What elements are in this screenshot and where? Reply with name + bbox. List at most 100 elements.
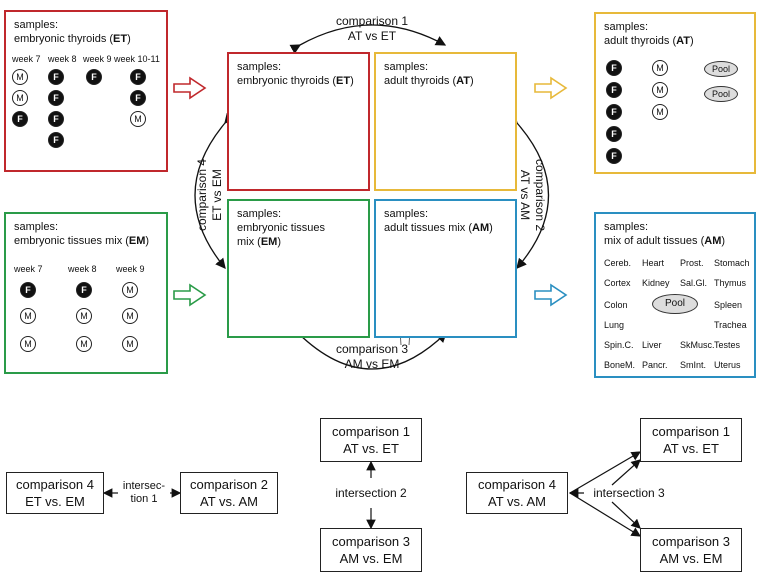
intersection3-label: intersection 3 — [584, 486, 674, 501]
sample-female: F — [606, 104, 622, 120]
et-week8: week 8 — [48, 54, 77, 64]
comparison2-label: comparison 2 AT vs AM — [517, 139, 547, 251]
box-pair: AT vs. AM — [487, 494, 547, 509]
tissue-label: Liver — [642, 340, 662, 350]
center-em-title: samples: embryonic tissues mix (EM) — [237, 208, 326, 248]
tissue-label: Kidney — [642, 278, 670, 288]
intersection2-label: intersection 2 — [335, 486, 407, 500]
comparison2-pair: AT vs AM — [518, 169, 532, 221]
em-week9: week 9 — [116, 264, 145, 274]
tissue-label: Spleen — [714, 300, 743, 310]
tissue-label: Cortex — [604, 278, 631, 288]
tissue-label: Heart — [642, 258, 665, 268]
comparison4-pair: ET vs EM — [210, 169, 224, 221]
sample-female: F — [12, 111, 28, 127]
right-am-title: samples: mix of adult tissues (AM) — [604, 221, 726, 247]
sample-female: F — [76, 282, 92, 298]
tissue-label: Lung — [604, 320, 625, 330]
em-week8: week 8 — [68, 264, 97, 274]
box-title: comparison 2 — [189, 477, 269, 492]
box-title: comparison 3 — [331, 534, 411, 549]
sample-female: F — [20, 282, 36, 298]
comparison1-arc — [289, 24, 447, 54]
box-comparison2-g1: comparison 2 AT vs. AM — [180, 472, 278, 514]
comparison4-title: comparison 4 — [195, 158, 209, 232]
tissue-label: Thymus — [714, 278, 747, 288]
red-hollow-arrow — [173, 76, 207, 100]
et-week10-11: week 10-11 — [114, 54, 160, 64]
sample-male: M — [652, 82, 668, 98]
comparison3-pair: AM vs EM — [344, 357, 400, 371]
blue-hollow-arrow — [534, 283, 568, 307]
box-title: comparison 3 — [651, 534, 731, 549]
sample-female: F — [130, 90, 146, 106]
right-at-title: samples: adult thyroids (AT) — [604, 21, 694, 47]
center-panel-am: samples: adult tissues mix (AM) — [374, 199, 517, 338]
tissue-label: BoneM. — [604, 360, 636, 370]
box-title: comparison 1 — [331, 424, 411, 439]
tissue-label: Stomach — [714, 258, 750, 268]
box-pair: ET vs. EM — [25, 494, 85, 509]
box-title: comparison 4 — [15, 477, 95, 492]
box-pair: AT vs. AM — [199, 494, 259, 509]
comparison1-title: comparison 1 — [335, 14, 409, 28]
center-et-title: samples: embryonic thyroids (ET) — [237, 61, 354, 87]
arrow-int3-left-up — [569, 451, 642, 494]
sample-female: F — [606, 82, 622, 98]
et-week7: week 7 — [12, 54, 41, 64]
left-em-title: samples: embryonic tissues mix (EM) — [14, 221, 150, 247]
sample-female: F — [606, 126, 622, 142]
sample-female: F — [48, 111, 64, 127]
comparison2-arc — [507, 112, 550, 269]
intersection1-label: intersec- tion 1 — [114, 480, 174, 506]
right-panel-at: samples: adult thyroids (AT) F F F F F M… — [594, 12, 756, 174]
comparison3-label: comparison 3 AM vs EM — [316, 342, 428, 372]
left-et-title: samples: embryonic thyroids (ET) — [14, 19, 131, 45]
sample-male: M — [20, 308, 36, 324]
box-comparison3-g2: comparison 3 AM vs. EM — [320, 528, 422, 572]
tissue-label: Prost. — [680, 258, 704, 268]
pool-badge: Pool — [704, 86, 738, 102]
center-am-title: samples: adult tissues mix (AM) — [384, 208, 493, 234]
comparison1-pair: AT vs ET — [347, 29, 397, 43]
tissue-label: Cereb. — [604, 258, 632, 268]
arrow-int3-up — [611, 459, 641, 486]
sample-female: F — [48, 69, 64, 85]
tissue-label: Pancr. — [642, 360, 668, 370]
center-panel-em: samples: embryonic tissues mix (EM) — [227, 199, 370, 338]
box-title: comparison 4 — [477, 477, 557, 492]
sample-male: M — [122, 282, 138, 298]
sample-male: M — [12, 90, 28, 106]
intersection1-line1: intersec- — [122, 480, 166, 492]
sample-female: F — [606, 148, 622, 164]
right-panel-am: samples: mix of adult tissues (AM) Cereb… — [594, 212, 756, 378]
sample-female: F — [48, 90, 64, 106]
tissue-label: Spin.C. — [604, 340, 634, 350]
box-comparison4-g3: comparison 4 AT vs. AM — [466, 472, 568, 514]
left-panel-em: samples: embryonic tissues mix (EM) week… — [4, 212, 168, 374]
center-panel-et: samples: embryonic thyroids (ET) — [227, 52, 370, 191]
pool-badge: Pool — [652, 294, 698, 314]
box-pair: AT vs. ET — [663, 441, 719, 456]
sample-male: M — [76, 308, 92, 324]
sample-female: F — [86, 69, 102, 85]
intersection1-line2: tion 1 — [130, 493, 158, 505]
tissue-label: Uterus — [714, 360, 741, 370]
sample-male: M — [130, 111, 146, 127]
sample-male: M — [122, 308, 138, 324]
arrow-int3-left-down — [569, 492, 642, 537]
comparison4-label: comparison 4 ET vs EM — [195, 139, 225, 251]
sample-male: M — [20, 336, 36, 352]
sample-female: F — [48, 132, 64, 148]
box-pair: AM vs. EM — [659, 551, 723, 566]
center-at-title: samples: adult thyroids (AT) — [384, 61, 474, 87]
center-panel-at: samples: adult thyroids (AT) — [374, 52, 517, 191]
sample-male: M — [652, 104, 668, 120]
tissue-label: SkMusc. — [680, 340, 715, 350]
comparison1-label: comparison 1 AT vs ET — [316, 14, 428, 44]
green-hollow-arrow — [173, 283, 207, 307]
box-pair: AT vs. ET — [343, 441, 399, 456]
em-week7: week 7 — [14, 264, 43, 274]
box-comparison4-g1: comparison 4 ET vs. EM — [6, 472, 104, 514]
comparison2-title: comparison 2 — [533, 158, 547, 232]
